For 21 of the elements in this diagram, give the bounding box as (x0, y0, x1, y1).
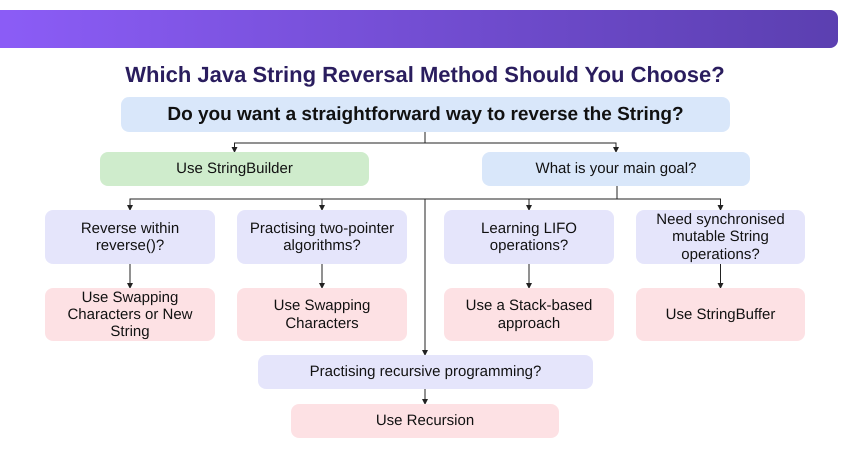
arrow (424, 132, 619, 153)
arrow (319, 264, 325, 289)
answer-box: Use StringBuffer (636, 288, 805, 341)
answer-box: Use StringBuilder (100, 152, 369, 186)
question-box: Do you want a straightforward way to reverse the String? (121, 97, 730, 132)
question-box: Reverse within reverse()? (45, 210, 215, 264)
question-box: Need synchronised mutable String operations? (636, 210, 805, 264)
question-box: What is your main goal? (482, 152, 750, 186)
question-box: Learning LIFO operations? (444, 210, 614, 264)
arrow (127, 264, 133, 289)
arrow (616, 186, 724, 211)
arrow (422, 388, 428, 405)
answer-box: Use Swapping Characters or New String (45, 288, 215, 341)
answer-box: Use Recursion (291, 404, 559, 438)
title: Which Java String Reversal Method Should You Choose? (124, 61, 726, 89)
arrow (718, 264, 724, 289)
arrow (526, 264, 532, 289)
question-box: Practising two-pointer algorithms? (237, 210, 407, 264)
answer-box: Use a Stack-based approach (444, 288, 614, 341)
answer-box: Use Swapping Characters (237, 288, 407, 341)
question-box: Practising recursive programming? (258, 355, 593, 389)
